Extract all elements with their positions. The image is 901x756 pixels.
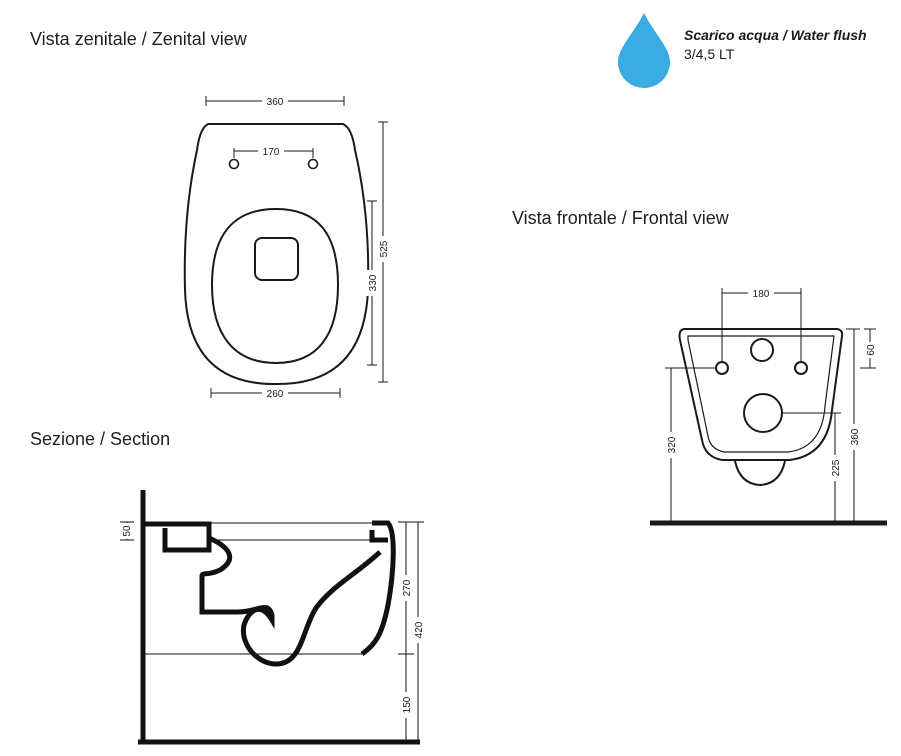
dim-label-section-total: 420 [414,621,425,638]
frontal-view-title: Vista frontale / Frontal view [512,208,729,228]
fixing-hole-right-front [794,361,808,375]
section-body-profile [199,535,382,667]
dim-label-zenital-holes: 170 [263,147,280,158]
bowl-front-inner [687,335,835,453]
fixing-hole-left [228,158,240,170]
rim-front-lip [369,530,388,543]
fixing-hole-left-front [715,361,729,375]
dim-label-frontal-rim-height: 360 [850,428,861,445]
bowl-foot [734,460,786,487]
dim-label-zenital-bowl: 330 [368,274,379,291]
bowl-outlet [254,237,299,281]
dim-label-zenital-length: 525 [379,240,390,257]
dim-label-section-rim: 50 [122,525,133,537]
waste-outlet [743,393,783,433]
section-view-title: Sezione / Section [30,429,171,449]
dim-label-zenital-width-top: 360 [267,97,284,108]
zenital-view-title: Vista zenitale / Zenital view [30,29,247,49]
dim-label-zenital-width-bottom: 260 [267,389,284,400]
dim-label-frontal-top: 60 [866,344,877,356]
dim-label-frontal-hole-height: 320 [667,436,678,453]
water-flush-label: Scarico acqua / Water flush [684,27,867,43]
water-drop-icon [618,13,670,88]
flush-inlet [750,338,774,362]
dim-label-section-bowl: 270 [402,579,413,596]
rim-back-block [143,521,212,553]
frontal-dim-labels: 180 60 320 360 225 [665,287,877,481]
fixing-hole-right [307,158,319,170]
bowl-top-outline [183,123,370,386]
zenital-dim-labels: 360 170 525 330 260 [258,95,390,400]
dim-label-section-floor: 150 [402,696,413,713]
dim-label-frontal-holes: 180 [753,289,770,300]
section-dim-labels: 50 270 420 150 [120,523,425,718]
bowl-opening-outline [210,207,340,365]
bowl-front-outline [678,328,844,461]
dim-label-frontal-outlet-height: 225 [831,459,842,476]
zenital-view [183,96,388,398]
section-front-rim [360,520,396,657]
frontal-view [650,288,887,526]
section-view [120,490,424,745]
water-flush-value: 3/4,5 LT [684,46,735,62]
